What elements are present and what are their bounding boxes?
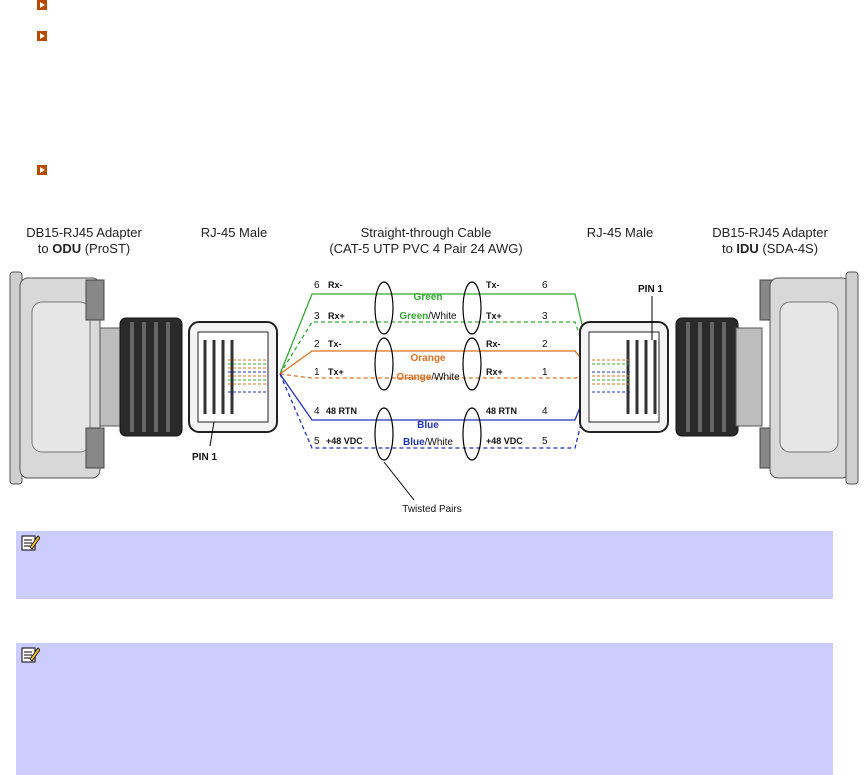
cable-subtitle: (CAT-5 UTP PVC 4 Pair 24 AWG) — [329, 241, 522, 256]
svg-text:3: 3 — [314, 311, 320, 322]
svg-text:5: 5 — [314, 436, 320, 447]
pair-name-blue: Blue — [417, 420, 439, 431]
svg-text:Rx-: Rx- — [328, 280, 343, 290]
svg-text:Rx+: Rx+ — [328, 311, 345, 321]
svg-text:+48 VDC: +48 VDC — [486, 436, 523, 446]
note-box — [16, 531, 833, 599]
svg-text:2: 2 — [314, 339, 320, 350]
wire-labels: 6 Rx- Tx- 6 3 Rx+ Tx+ 3 2 Tx- Rx- 2 1 Tx… — [314, 280, 548, 447]
svg-text:+48 VDC: +48 VDC — [326, 436, 363, 446]
right-adapter-title: DB15-RJ45 Adapter — [712, 225, 828, 240]
pair-name-green: Green — [414, 292, 443, 303]
left-jack-title: RJ-45 Male — [201, 225, 267, 240]
note-pencil-icon — [21, 647, 40, 663]
svg-text:4: 4 — [542, 406, 548, 417]
left-adapter-title: DB15-RJ45 Adapter — [26, 225, 142, 240]
svg-text:Rx+: Rx+ — [486, 367, 503, 377]
note-box — [16, 643, 833, 775]
svg-text:5: 5 — [542, 436, 548, 447]
right-rj45-jack — [579, 321, 669, 433]
note-pencil-icon — [21, 535, 40, 551]
pair-note-green: Green/White — [399, 311, 457, 322]
right-jack-title: RJ-45 Male — [587, 225, 653, 240]
left-db15-adapter — [9, 271, 183, 485]
pair-note-blue: Blue/White — [403, 437, 453, 448]
svg-text:Tx+: Tx+ — [328, 367, 344, 377]
twisted-pair-ellipses — [374, 281, 482, 461]
left-adapter-subtitle: to ODU (ProST) — [38, 241, 130, 256]
svg-text:1: 1 — [314, 367, 320, 378]
svg-text:6: 6 — [542, 280, 548, 291]
svg-text:6: 6 — [314, 280, 320, 291]
right-pin-label: PIN 1 — [638, 284, 663, 295]
bullet-arrow-icon — [37, 31, 47, 41]
svg-text:48 RTN: 48 RTN — [486, 406, 517, 416]
svg-text:3: 3 — [542, 311, 548, 322]
bullet-arrow-icon — [37, 165, 47, 175]
svg-text:4: 4 — [314, 406, 320, 417]
svg-text:2: 2 — [542, 339, 548, 350]
svg-text:Tx-: Tx- — [328, 339, 342, 349]
svg-text:Tx-: Tx- — [486, 280, 500, 290]
pair-name-orange: Orange — [410, 353, 445, 364]
left-rj45-jack — [188, 321, 278, 433]
left-pin-label: PIN 1 — [192, 452, 217, 463]
bullet-arrow-icon — [37, 0, 47, 10]
svg-text:48 RTN: 48 RTN — [326, 406, 357, 416]
svg-text:1: 1 — [542, 367, 548, 378]
svg-text:Tx+: Tx+ — [486, 311, 502, 321]
svg-text:Rx-: Rx- — [486, 339, 501, 349]
right-adapter-subtitle: to IDU (SDA-4S) — [722, 241, 818, 256]
right-db15-adapter — [675, 271, 859, 485]
cable-title: Straight-through Cable — [361, 225, 492, 240]
pair-note-orange: Orange/White — [396, 372, 460, 383]
pair-color-labels: Green Green/White Orange Orange/White Bl… — [396, 292, 460, 448]
twisted-pairs-label: Twisted Pairs — [402, 504, 461, 515]
left-pin-arrow — [209, 421, 215, 447]
twisted-pairs-arrow — [383, 461, 415, 501]
wiring-diagram: DB15-RJ45 Adapter to ODU (ProST) RJ-45 M… — [9, 225, 859, 515]
